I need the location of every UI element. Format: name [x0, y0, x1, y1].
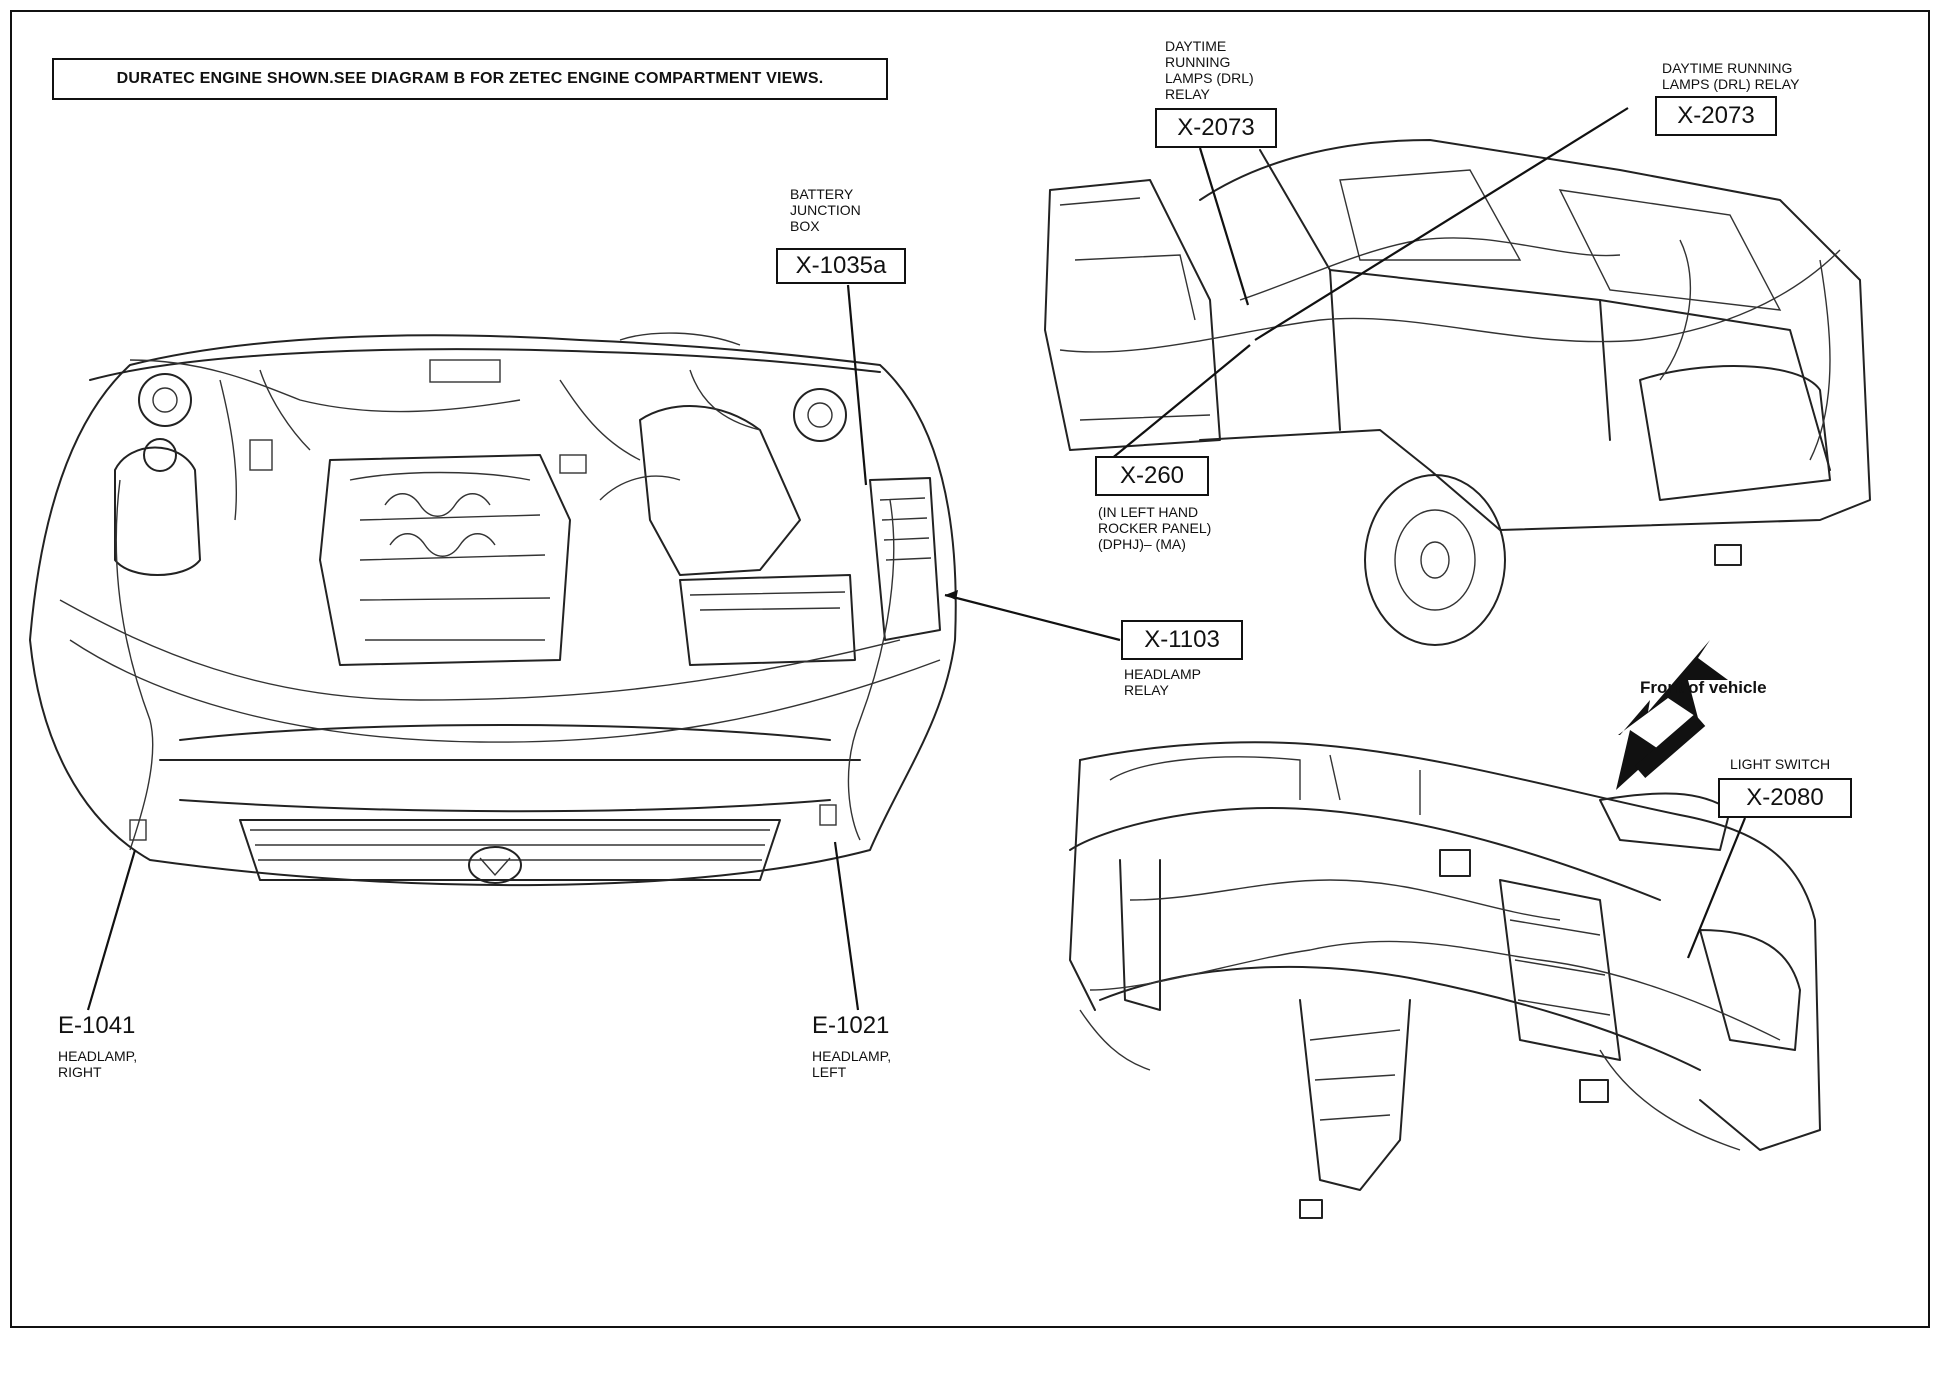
rocker-line-3: (DPHJ)– (MA) — [1098, 536, 1186, 552]
headlamp-relay-code: X-1103 — [1121, 620, 1243, 660]
rocker-line-1: (IN LEFT HAND — [1098, 504, 1199, 520]
engine-compartment-drawing — [29, 332, 957, 887]
rocker-code: X-260 — [1095, 456, 1209, 496]
headlamp-right-code: E-1041 — [58, 1012, 136, 1039]
drl-relay-left-label: DAYTIME RUNNING LAMPS (DRL) RELAY — [1165, 38, 1254, 102]
headlamp-left-line-2: LEFT — [812, 1064, 847, 1080]
headlamp-relay-line-2: RELAY — [1124, 682, 1169, 698]
headlamp-right-label: HEADLAMP, RIGHT — [58, 1048, 137, 1080]
headlamp-left-label: HEADLAMP, LEFT — [812, 1048, 891, 1080]
diagram-frame — [10, 10, 1930, 1328]
front-of-vehicle-label: Front of vehicle — [1640, 678, 1767, 697]
battery-box-line-1: BATTERY — [790, 186, 854, 202]
light-switch-label: LIGHT SWITCH — [1730, 756, 1831, 772]
drl-relay-right-label: DAYTIME RUNNING LAMPS (DRL) RELAY — [1662, 60, 1799, 92]
drl-right-line-2: LAMPS (DRL) RELAY — [1662, 76, 1800, 92]
drl-left-line-1: DAYTIME — [1165, 38, 1227, 54]
callout-pointers — [86, 107, 1747, 1011]
headlamp-relay-line-1: HEADLAMP — [1124, 666, 1202, 682]
header-note: DURATEC ENGINE SHOWN.SEE DIAGRAM B FOR Z… — [52, 58, 888, 100]
headlamp-left-line-1: HEADLAMP, — [812, 1048, 892, 1064]
instrument-panel-drawing — [1069, 741, 1821, 1219]
rocker-line-2: ROCKER PANEL) — [1098, 520, 1212, 536]
drl-right-line-1: DAYTIME RUNNING — [1662, 60, 1793, 76]
headlamp-right-line-2: RIGHT — [58, 1064, 102, 1080]
drl-left-line-3: LAMPS (DRL) — [1165, 70, 1254, 86]
vehicle-body-drawing — [1044, 139, 1871, 646]
battery-box-label: BATTERY JUNCTION BOX — [790, 186, 861, 234]
drl-relay-right-code: X-2073 — [1655, 96, 1777, 136]
battery-box-code: X-1035a — [776, 248, 906, 284]
rocker-label: (IN LEFT HAND ROCKER PANEL) (DPHJ)– (MA) — [1098, 504, 1211, 552]
front-direction-arrow-icon — [1616, 640, 1728, 790]
drl-left-line-4: RELAY — [1165, 86, 1210, 102]
headlamp-left-code: E-1021 — [812, 1012, 890, 1039]
headlamp-right-line-1: HEADLAMP, — [58, 1048, 138, 1064]
drl-left-line-2: RUNNING — [1165, 54, 1231, 70]
battery-box-line-2: JUNCTION — [790, 202, 861, 218]
light-switch-code: X-2080 — [1718, 778, 1852, 818]
headlamp-relay-label: HEADLAMP RELAY — [1124, 666, 1201, 698]
battery-box-line-3: BOX — [790, 218, 820, 234]
drl-relay-left-code: X-2073 — [1155, 108, 1277, 148]
